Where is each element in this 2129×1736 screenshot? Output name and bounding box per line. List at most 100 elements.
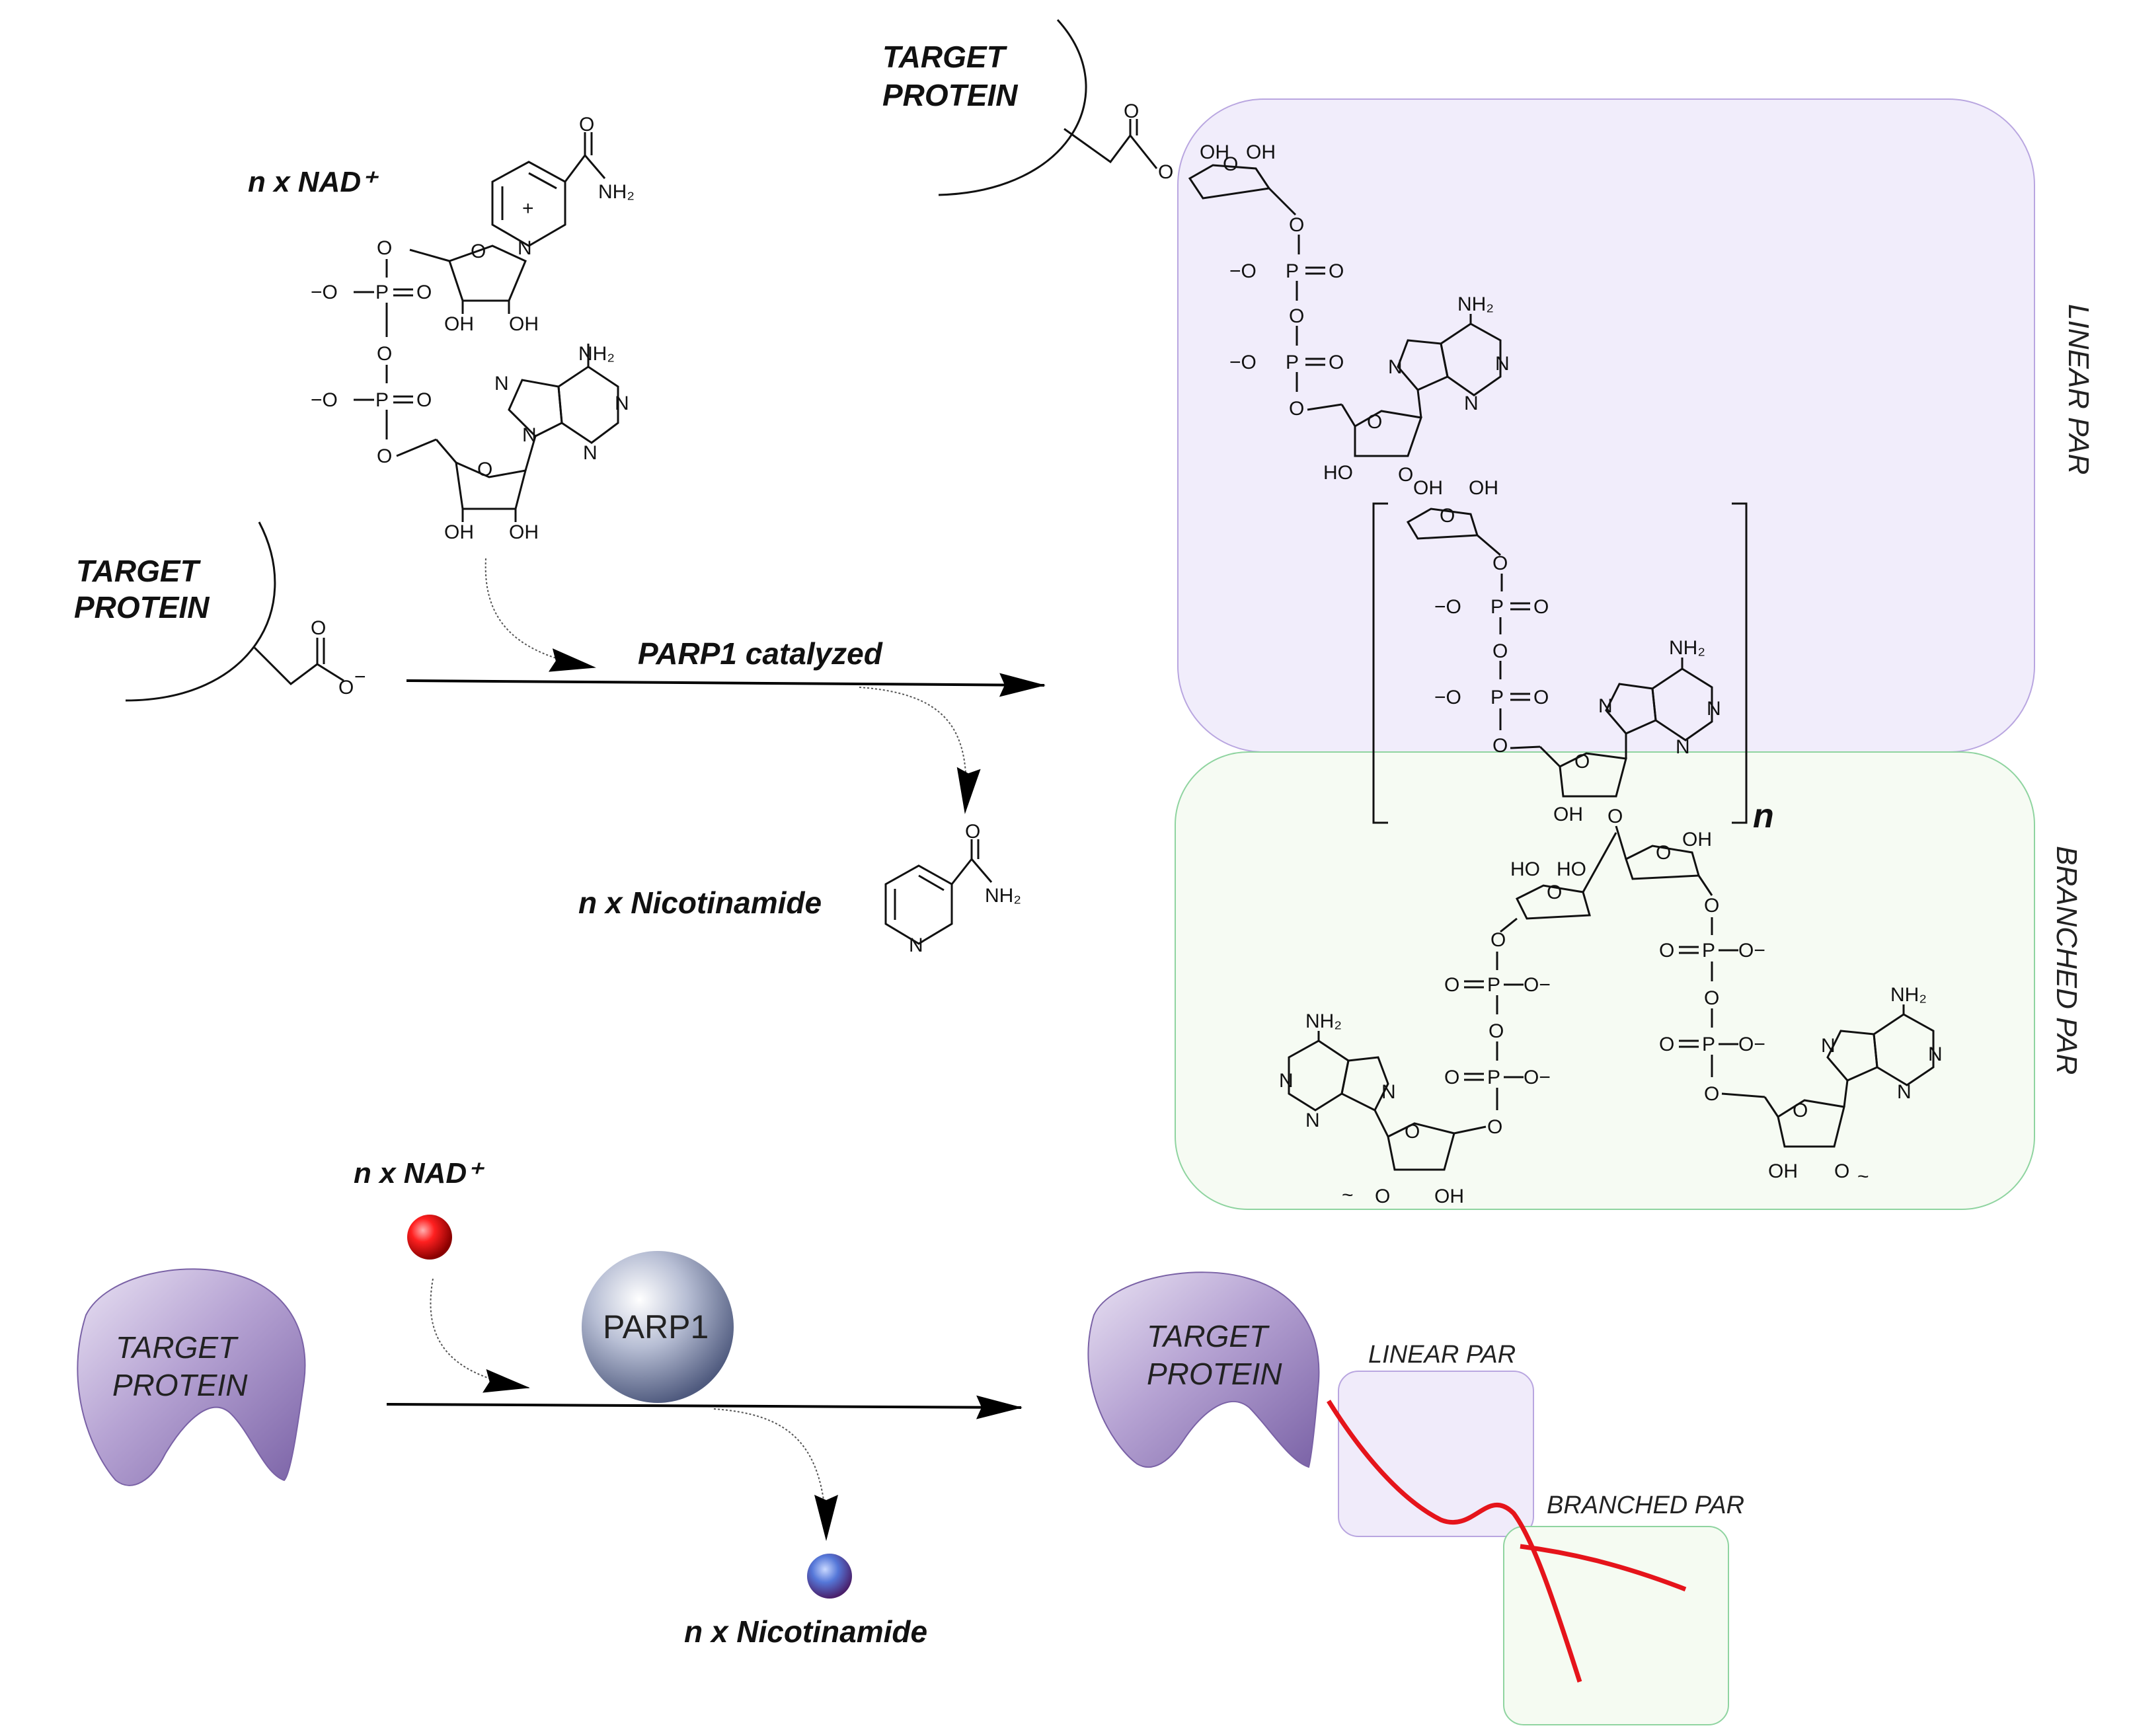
svg-text:~: ~ — [1342, 1184, 1354, 1206]
reactant-protein-blob — [77, 1268, 306, 1486]
product-protein-blob — [1087, 1271, 1320, 1468]
svg-text:OH: OH — [1768, 1160, 1798, 1182]
svg-text:O: O — [965, 821, 980, 843]
svg-text:NH₂: NH₂ — [1305, 1010, 1342, 1032]
svg-text:P: P — [375, 389, 389, 411]
svg-text:O: O — [377, 445, 392, 467]
svg-text:O: O — [1444, 974, 1459, 996]
svg-text:O−: O− — [1738, 940, 1765, 962]
bottom-branched-par-label: BRANCHED PAR — [1547, 1491, 1744, 1519]
svg-text:O: O — [1492, 735, 1508, 757]
svg-text:−: − — [354, 666, 366, 688]
svg-text:O: O — [1375, 1186, 1390, 1207]
svg-text:P: P — [1490, 596, 1504, 618]
svg-text:O: O — [1659, 1034, 1674, 1055]
svg-text:P: P — [1487, 1067, 1500, 1088]
svg-text:O: O — [1289, 305, 1304, 327]
branched-par-box — [1503, 1526, 1729, 1725]
svg-text:N: N — [1928, 1043, 1943, 1065]
svg-text:O: O — [1124, 100, 1139, 122]
svg-text:O: O — [1834, 1160, 1849, 1182]
par-chain-line — [1327, 1400, 1582, 1683]
svg-text:O: O — [1704, 1083, 1719, 1105]
svg-text:OH: OH — [1682, 829, 1712, 850]
svg-text:O: O — [1659, 940, 1674, 962]
bottom-nad-label: n x NAD⁺ — [354, 1157, 484, 1189]
product-protein-label-2: PROTEIN — [882, 78, 1018, 112]
atom-o-minus: O — [338, 677, 354, 698]
svg-text:NH₂: NH₂ — [1669, 637, 1705, 659]
svg-text:N: N — [1279, 1070, 1294, 1092]
svg-text:+: + — [522, 198, 534, 219]
svg-text:OH: OH — [509, 521, 539, 543]
svg-text:O: O — [1492, 640, 1508, 662]
svg-text:HO: HO — [1510, 858, 1540, 880]
repeat-n-label: n — [1753, 797, 1774, 835]
linear-par-label: LINEAR PAR — [2062, 304, 2095, 474]
svg-text:O: O — [1490, 929, 1506, 951]
svg-text:N: N — [1495, 353, 1510, 375]
nad-plus-label: n x NAD⁺ — [248, 166, 379, 198]
svg-text:N: N — [615, 393, 629, 414]
svg-text:N: N — [1464, 393, 1479, 414]
svg-text:N: N — [1388, 356, 1403, 378]
svg-text:O: O — [1329, 260, 1344, 282]
svg-text:HO: HO — [1557, 858, 1586, 880]
svg-text:O: O — [1158, 161, 1173, 183]
svg-text:O: O — [1367, 411, 1382, 433]
svg-text:−O: −O — [1434, 687, 1461, 708]
svg-text:NH₂: NH₂ — [578, 343, 615, 365]
svg-text:O: O — [1444, 1067, 1459, 1088]
svg-text:P: P — [1286, 352, 1299, 373]
parp1-enzyme-sphere — [582, 1251, 734, 1403]
product-protein-blob-label-2: PROTEIN — [1147, 1357, 1282, 1391]
svg-text:P: P — [1702, 1034, 1715, 1055]
svg-text:O: O — [1489, 1020, 1504, 1042]
svg-text:N: N — [518, 237, 532, 259]
svg-text:O: O — [1656, 842, 1671, 864]
svg-text:−O: −O — [1434, 596, 1461, 618]
svg-text:O: O — [1289, 398, 1304, 420]
svg-text:OH: OH — [509, 313, 539, 335]
svg-text:O: O — [1440, 505, 1455, 527]
svg-text:O: O — [377, 237, 392, 259]
svg-text:N: N — [1381, 1081, 1396, 1103]
svg-text:OH: OH — [444, 313, 474, 335]
product-protein-label-1: TARGET — [882, 40, 1008, 74]
svg-text:O−: O− — [1524, 1067, 1551, 1088]
svg-text:N: N — [1305, 1110, 1320, 1131]
svg-text:O: O — [1574, 751, 1590, 773]
svg-text:N: N — [1676, 736, 1690, 758]
svg-text:O: O — [1607, 806, 1623, 827]
svg-text:N: N — [494, 373, 509, 395]
svg-text:O: O — [1329, 352, 1344, 373]
svg-text:O: O — [1793, 1100, 1808, 1121]
svg-text:O: O — [377, 343, 392, 365]
svg-text:OH: OH — [1200, 141, 1229, 163]
par-branch-line — [1520, 1544, 1687, 1592]
reactant-target-protein: O O − TARGET PROTEIN — [74, 521, 366, 702]
svg-text:O: O — [579, 114, 594, 135]
svg-text:P: P — [1487, 974, 1500, 996]
svg-text:−O: −O — [1229, 352, 1257, 373]
svg-text:OH: OH — [444, 521, 474, 543]
svg-text:OH: OH — [1469, 477, 1498, 499]
nicotinamide-byproduct: n x Nicotinamide N O NH₂ — [578, 821, 1021, 956]
svg-text:N: N — [583, 442, 598, 464]
svg-text:O−: O− — [1524, 974, 1551, 996]
svg-text:O: O — [416, 389, 432, 411]
parp1-catalyzed-label: PARP1 catalyzed — [638, 636, 883, 671]
svg-text:O: O — [1704, 987, 1719, 1009]
svg-text:NH₂: NH₂ — [1890, 984, 1927, 1006]
bottom-linear-par-label: LINEAR PAR — [1368, 1341, 1516, 1369]
svg-text:O: O — [1289, 214, 1304, 236]
svg-text:O: O — [416, 282, 432, 303]
svg-text:O: O — [1492, 552, 1508, 574]
reactant-protein-blob-label-2: PROTEIN — [112, 1368, 248, 1402]
svg-text:O: O — [471, 241, 486, 262]
svg-text:O: O — [1533, 596, 1549, 618]
svg-text:NH₂: NH₂ — [985, 885, 1021, 907]
svg-text:O: O — [477, 459, 492, 480]
svg-text:N: N — [909, 934, 923, 956]
atom-o: O — [311, 617, 326, 639]
